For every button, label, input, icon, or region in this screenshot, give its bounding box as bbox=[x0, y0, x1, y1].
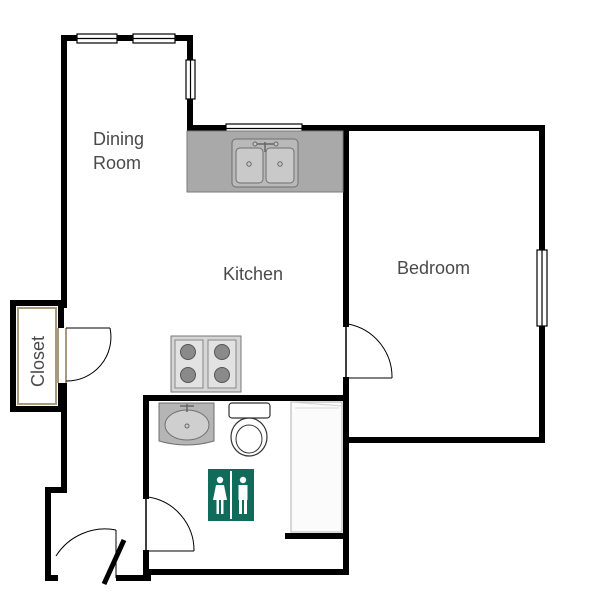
kitchen-counter bbox=[186, 130, 344, 193]
door-entry[interactable] bbox=[55, 528, 127, 586]
dining-room-label-line1: Dining bbox=[93, 129, 144, 149]
window-top-left bbox=[76, 33, 118, 44]
wall-bedroom bbox=[343, 125, 545, 443]
stove-icon bbox=[170, 335, 242, 393]
wall-entry-lower bbox=[45, 487, 67, 581]
toilet-icon bbox=[228, 402, 271, 457]
door-bedroom[interactable] bbox=[345, 323, 393, 379]
dining-room-label-line2: Room bbox=[93, 153, 141, 173]
wall-bath-bottom bbox=[143, 395, 349, 575]
door-bathroom[interactable] bbox=[145, 496, 195, 552]
window-bedroom bbox=[536, 249, 548, 327]
door-closet[interactable] bbox=[65, 327, 112, 382]
bedroom-label: Bedroom bbox=[397, 258, 470, 278]
window-top-right bbox=[132, 33, 176, 44]
closet bbox=[10, 300, 67, 412]
restroom-sign-icon bbox=[208, 469, 254, 521]
closet-label: Closet bbox=[28, 336, 48, 387]
windows bbox=[76, 33, 548, 327]
doors bbox=[55, 323, 393, 586]
double-sink-icon bbox=[231, 138, 299, 188]
window-dining-side bbox=[185, 59, 196, 100]
bathroom-sink-icon bbox=[158, 402, 215, 446]
kitchen-label: Kitchen bbox=[223, 264, 283, 284]
bathtub-icon bbox=[290, 401, 343, 533]
